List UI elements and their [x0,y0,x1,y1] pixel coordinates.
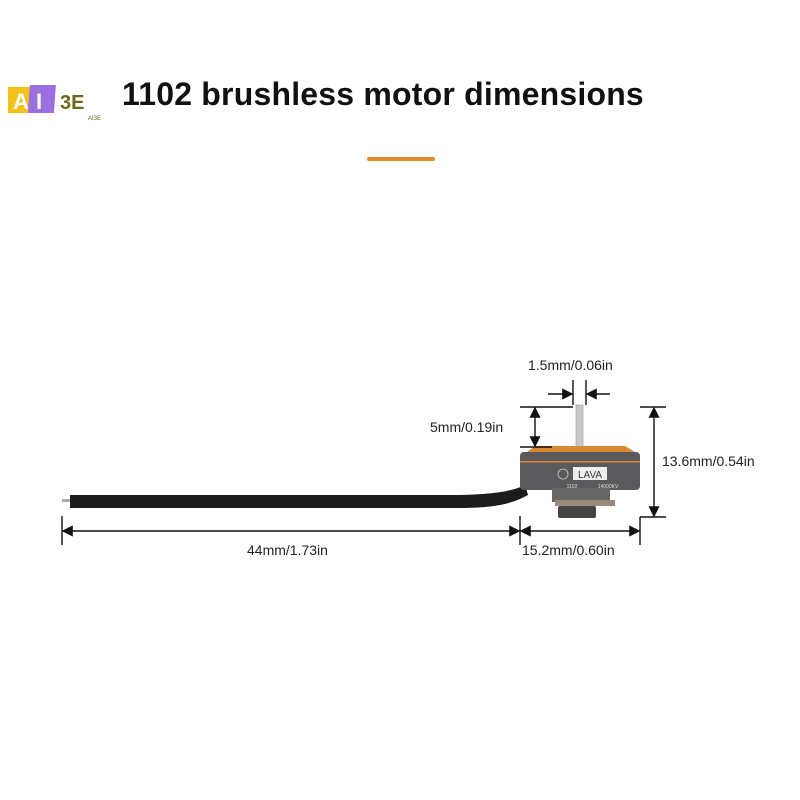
svg-text:A: A [13,89,29,114]
title-accent-bar [367,157,435,161]
motor-kv: 14000KV [598,484,619,490]
motor-diameter-label: 15.2mm/0.60in [522,542,615,558]
dimension-lines [61,380,666,545]
svg-text:AI3E: AI3E [88,116,101,122]
wire-length-label: 44mm/1.73in [247,542,328,558]
motor-body: LAVA 1102 14000KV [520,404,640,518]
height-label: 13.6mm/0.54in [662,453,755,469]
shaft-diameter-label: 1.5mm/0.06in [528,357,613,373]
motor-wire [62,485,528,508]
shaft-length-label: 5mm/0.19in [430,419,504,435]
brand-logo: A I 3E AI3E [5,83,118,123]
page-title: 1102 brushless motor dimensions [122,76,644,112]
motor-model: 1102 [567,484,578,490]
svg-text:3E: 3E [60,92,84,114]
motor-brand: LAVA [578,470,602,481]
svg-text:I: I [36,89,42,114]
